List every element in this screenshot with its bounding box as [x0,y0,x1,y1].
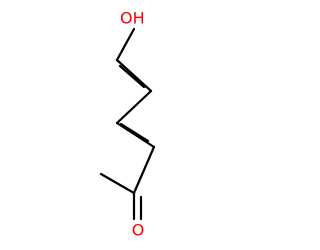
atom-label-ketone-oxygen: O [132,221,145,240]
atom-label-hydroxyl: OH [120,9,145,28]
bond-methyl-c2 [99,172,136,195]
bond-c4-c5 [115,89,153,125]
bond-c5-c6-inner [118,64,146,89]
bond-c3-c4-inner [119,122,150,143]
bond-c3-c4-outer [115,121,156,149]
bond-c2-c3 [132,145,156,195]
bond-c6-oh [115,27,136,62]
molecule-diagram: O OH [99,9,156,240]
bond-c5-c6-outer [115,58,153,93]
